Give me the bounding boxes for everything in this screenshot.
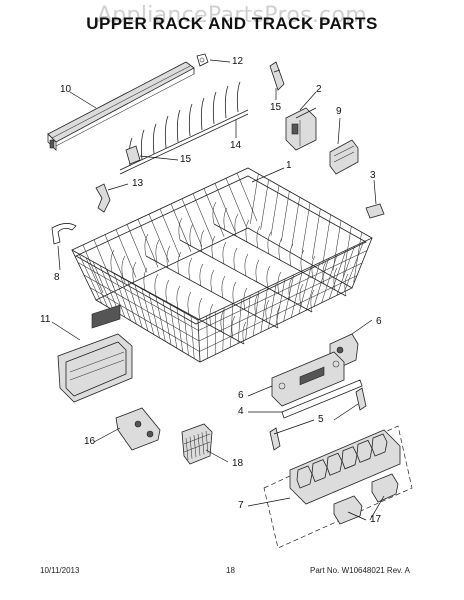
footer-page-number: 18 bbox=[226, 566, 235, 575]
part-2-adjuster[interactable] bbox=[285, 107, 317, 151]
callout-2: 2 bbox=[316, 84, 322, 95]
part-15-clip-upper[interactable] bbox=[269, 61, 285, 91]
part-13-stop-clip[interactable] bbox=[95, 183, 111, 213]
leader-lines bbox=[51, 59, 385, 521]
part-18-basket[interactable] bbox=[181, 423, 213, 465]
callout-15-upper: 15 bbox=[270, 102, 282, 113]
part-10-track-rail[interactable] bbox=[47, 61, 195, 151]
part-7-tray-group[interactable] bbox=[263, 425, 413, 549]
part-17-clip-right[interactable] bbox=[371, 473, 399, 503]
footer-date: 10/11/2013 bbox=[40, 566, 80, 575]
callout-9: 9 bbox=[336, 106, 342, 117]
watermark-text: AppliancePartsPros.com bbox=[96, 3, 368, 28]
part-14-tine-row[interactable] bbox=[119, 81, 249, 175]
callout-4: 4 bbox=[238, 406, 244, 417]
part-5-wheel-right[interactable] bbox=[355, 387, 367, 411]
callout-15-lower: 15 bbox=[180, 154, 192, 165]
part-8-hook[interactable] bbox=[51, 223, 77, 245]
callout-14: 14 bbox=[230, 140, 242, 151]
callout-13: 13 bbox=[132, 178, 144, 189]
part-1-upper-rack[interactable] bbox=[71, 167, 373, 363]
part-15-clip-lower[interactable] bbox=[125, 145, 141, 165]
callout-3: 3 bbox=[370, 170, 376, 181]
footer-part-number: Part No. W10648021 Rev. A bbox=[310, 566, 410, 575]
part-3-clip[interactable] bbox=[365, 203, 385, 219]
part-11-shelf[interactable] bbox=[57, 304, 133, 403]
part-5-wheel-left[interactable] bbox=[269, 427, 281, 451]
part-9-cover[interactable] bbox=[329, 139, 359, 175]
callout-18: 18 bbox=[232, 458, 244, 469]
part-6-track-bracket[interactable] bbox=[271, 351, 345, 407]
callout-6-right: 6 bbox=[376, 316, 382, 327]
callout-1: 1 bbox=[286, 160, 292, 171]
callout-8: 8 bbox=[54, 272, 60, 283]
part-16-end-cap[interactable] bbox=[115, 407, 161, 451]
part-4-rail[interactable] bbox=[281, 379, 363, 419]
callout-6-left: 6 bbox=[238, 390, 244, 401]
callout-12: 12 bbox=[232, 56, 244, 67]
part-17-clip-left[interactable] bbox=[333, 495, 363, 525]
diagram-title: UPPER RACK AND TRACK PARTS bbox=[86, 14, 378, 33]
part-12-clip[interactable] bbox=[196, 53, 209, 67]
callout-10: 10 bbox=[60, 84, 72, 95]
callout-17: 17 bbox=[370, 514, 382, 525]
callout-5: 5 bbox=[318, 414, 324, 425]
callout-7: 7 bbox=[238, 500, 244, 511]
callout-16: 16 bbox=[84, 436, 96, 447]
callout-11: 11 bbox=[40, 314, 51, 325]
